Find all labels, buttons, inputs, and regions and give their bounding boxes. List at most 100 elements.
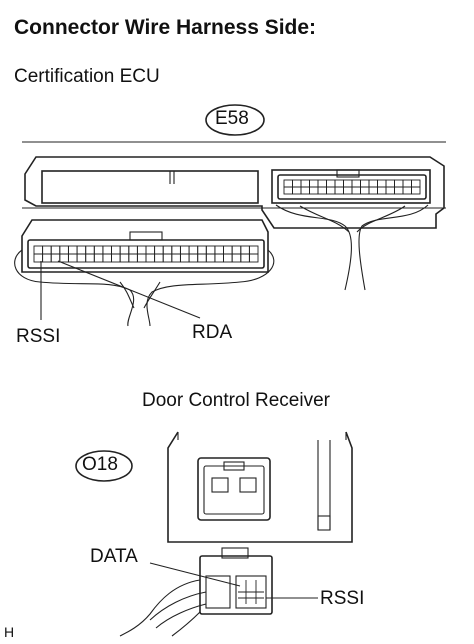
e58-right-pin: [334, 186, 344, 195]
e58-left-connector: [14, 219, 275, 327]
e58-right-pin: [309, 179, 319, 188]
e58-right-pin: [385, 186, 395, 195]
e58-left-pin: [248, 245, 259, 255]
e58-right-pin: [317, 186, 327, 195]
e58-right-pin: [368, 186, 378, 195]
e58-left-pin: [119, 253, 130, 263]
e58-right-pin: [411, 186, 421, 195]
e58-left-pin: [111, 253, 121, 263]
e58-right-pin: [385, 179, 395, 188]
e58-left-pin: [240, 245, 250, 255]
footer-mark: H: [4, 624, 15, 640]
e58-right-pin: [343, 186, 353, 195]
e58-right-pin: [309, 186, 319, 195]
e58-code-label: E58: [215, 108, 249, 129]
e58-left-pin: [102, 253, 112, 263]
rda-leader-line: [57, 260, 201, 319]
e58-left-pin: [76, 253, 87, 263]
e58-left-pin: [248, 253, 259, 263]
data-leader-line: [149, 562, 241, 587]
e58-left-pin: [171, 245, 181, 255]
e58-left-pin: [145, 245, 156, 255]
e58-left-pin: [231, 245, 242, 255]
e58-right-pin: [351, 179, 361, 188]
e58-left-pin: [154, 245, 164, 255]
e58-left-pin: [59, 253, 69, 263]
e58-right-pin: [343, 179, 353, 188]
e58-right-pin: [377, 186, 387, 195]
receiver-name-label: Door Control Receiver: [142, 390, 330, 411]
e58-left-pin: [68, 253, 78, 263]
ecu-rda-label: RDA: [192, 322, 233, 343]
e58-left-pin: [33, 253, 44, 263]
e58-left-pin: [42, 253, 52, 263]
e58-left-pin: [145, 253, 156, 263]
e58-right-pin: [394, 186, 404, 195]
e58-right-pin: [283, 186, 293, 195]
e58-left-pin: [223, 253, 233, 263]
o18-harness-connector: [119, 547, 273, 637]
e58-left-pin: [171, 253, 181, 263]
e58-right-pin: [394, 179, 404, 188]
e58-left-pin: [93, 245, 104, 255]
e58-right-pin: [411, 179, 421, 188]
e58-left-pin: [102, 245, 112, 255]
e58-right-connector: [275, 169, 429, 291]
diagram-title: Connector Wire Harness Side:: [14, 16, 317, 39]
e58-left-pin: [128, 245, 138, 255]
e58-left-pin: [188, 245, 199, 255]
e58-left-pin: [50, 245, 61, 255]
e58-left-pin: [59, 245, 69, 255]
e58-right-pin: [360, 186, 370, 195]
e58-left-pin: [68, 245, 78, 255]
e58-left-pin: [136, 245, 147, 255]
e58-left-pin: [180, 253, 190, 263]
e58-right-pin: [334, 179, 344, 188]
e58-right-pin: [402, 186, 412, 195]
e58-left-pin: [214, 253, 224, 263]
e58-left-pin: [188, 253, 199, 263]
ecu-rssi-label: RSSI: [16, 326, 61, 347]
e58-left-pin: [205, 245, 216, 255]
e58-left-pin: [42, 245, 52, 255]
e58-right-pin: [292, 179, 302, 188]
e58-left-pin: [136, 253, 147, 263]
e58-left-pin: [197, 245, 207, 255]
receiver-rssi-label: RSSI: [320, 588, 365, 609]
e58-right-pin: [292, 186, 302, 195]
e58-left-pin: [85, 253, 95, 263]
e58-right-pin: [300, 186, 310, 195]
ecu-name-label: Certification ECU: [14, 66, 160, 87]
e58-left-pin: [197, 253, 207, 263]
e58-left-pin: [33, 245, 44, 255]
e58-right-pin: [300, 179, 310, 188]
e58-left-pin: [223, 245, 233, 255]
e58-left-pin: [76, 245, 87, 255]
e58-right-pin: [360, 179, 370, 188]
e58-left-pin: [85, 245, 95, 255]
e58-left-pin: [180, 245, 190, 255]
e58-code-oval: [205, 104, 265, 136]
e58-right-pin: [317, 179, 327, 188]
e58-left-pin: [111, 245, 121, 255]
e58-left-pin: [162, 245, 173, 255]
e58-right-pin: [326, 186, 336, 195]
e58-left-pin: [93, 253, 104, 263]
e58-left-pin: [214, 245, 224, 255]
e58-left-pin: [205, 253, 216, 263]
e58-right-pin: [377, 179, 387, 188]
e58-left-pin: [240, 253, 250, 263]
o18-code-label: O18: [82, 454, 118, 475]
e58-right-pin: [351, 186, 361, 195]
o18-code-oval: [75, 450, 133, 482]
e58-left-pin: [231, 253, 242, 263]
e58-left-pin: [119, 245, 130, 255]
e58-left-pin: [162, 253, 173, 263]
e58-left-pin: [154, 253, 164, 263]
e58-right-pin: [402, 179, 412, 188]
e58-left-pin: [128, 253, 138, 263]
e58-right-pin: [368, 179, 378, 188]
door-control-receiver-body: [167, 431, 353, 543]
